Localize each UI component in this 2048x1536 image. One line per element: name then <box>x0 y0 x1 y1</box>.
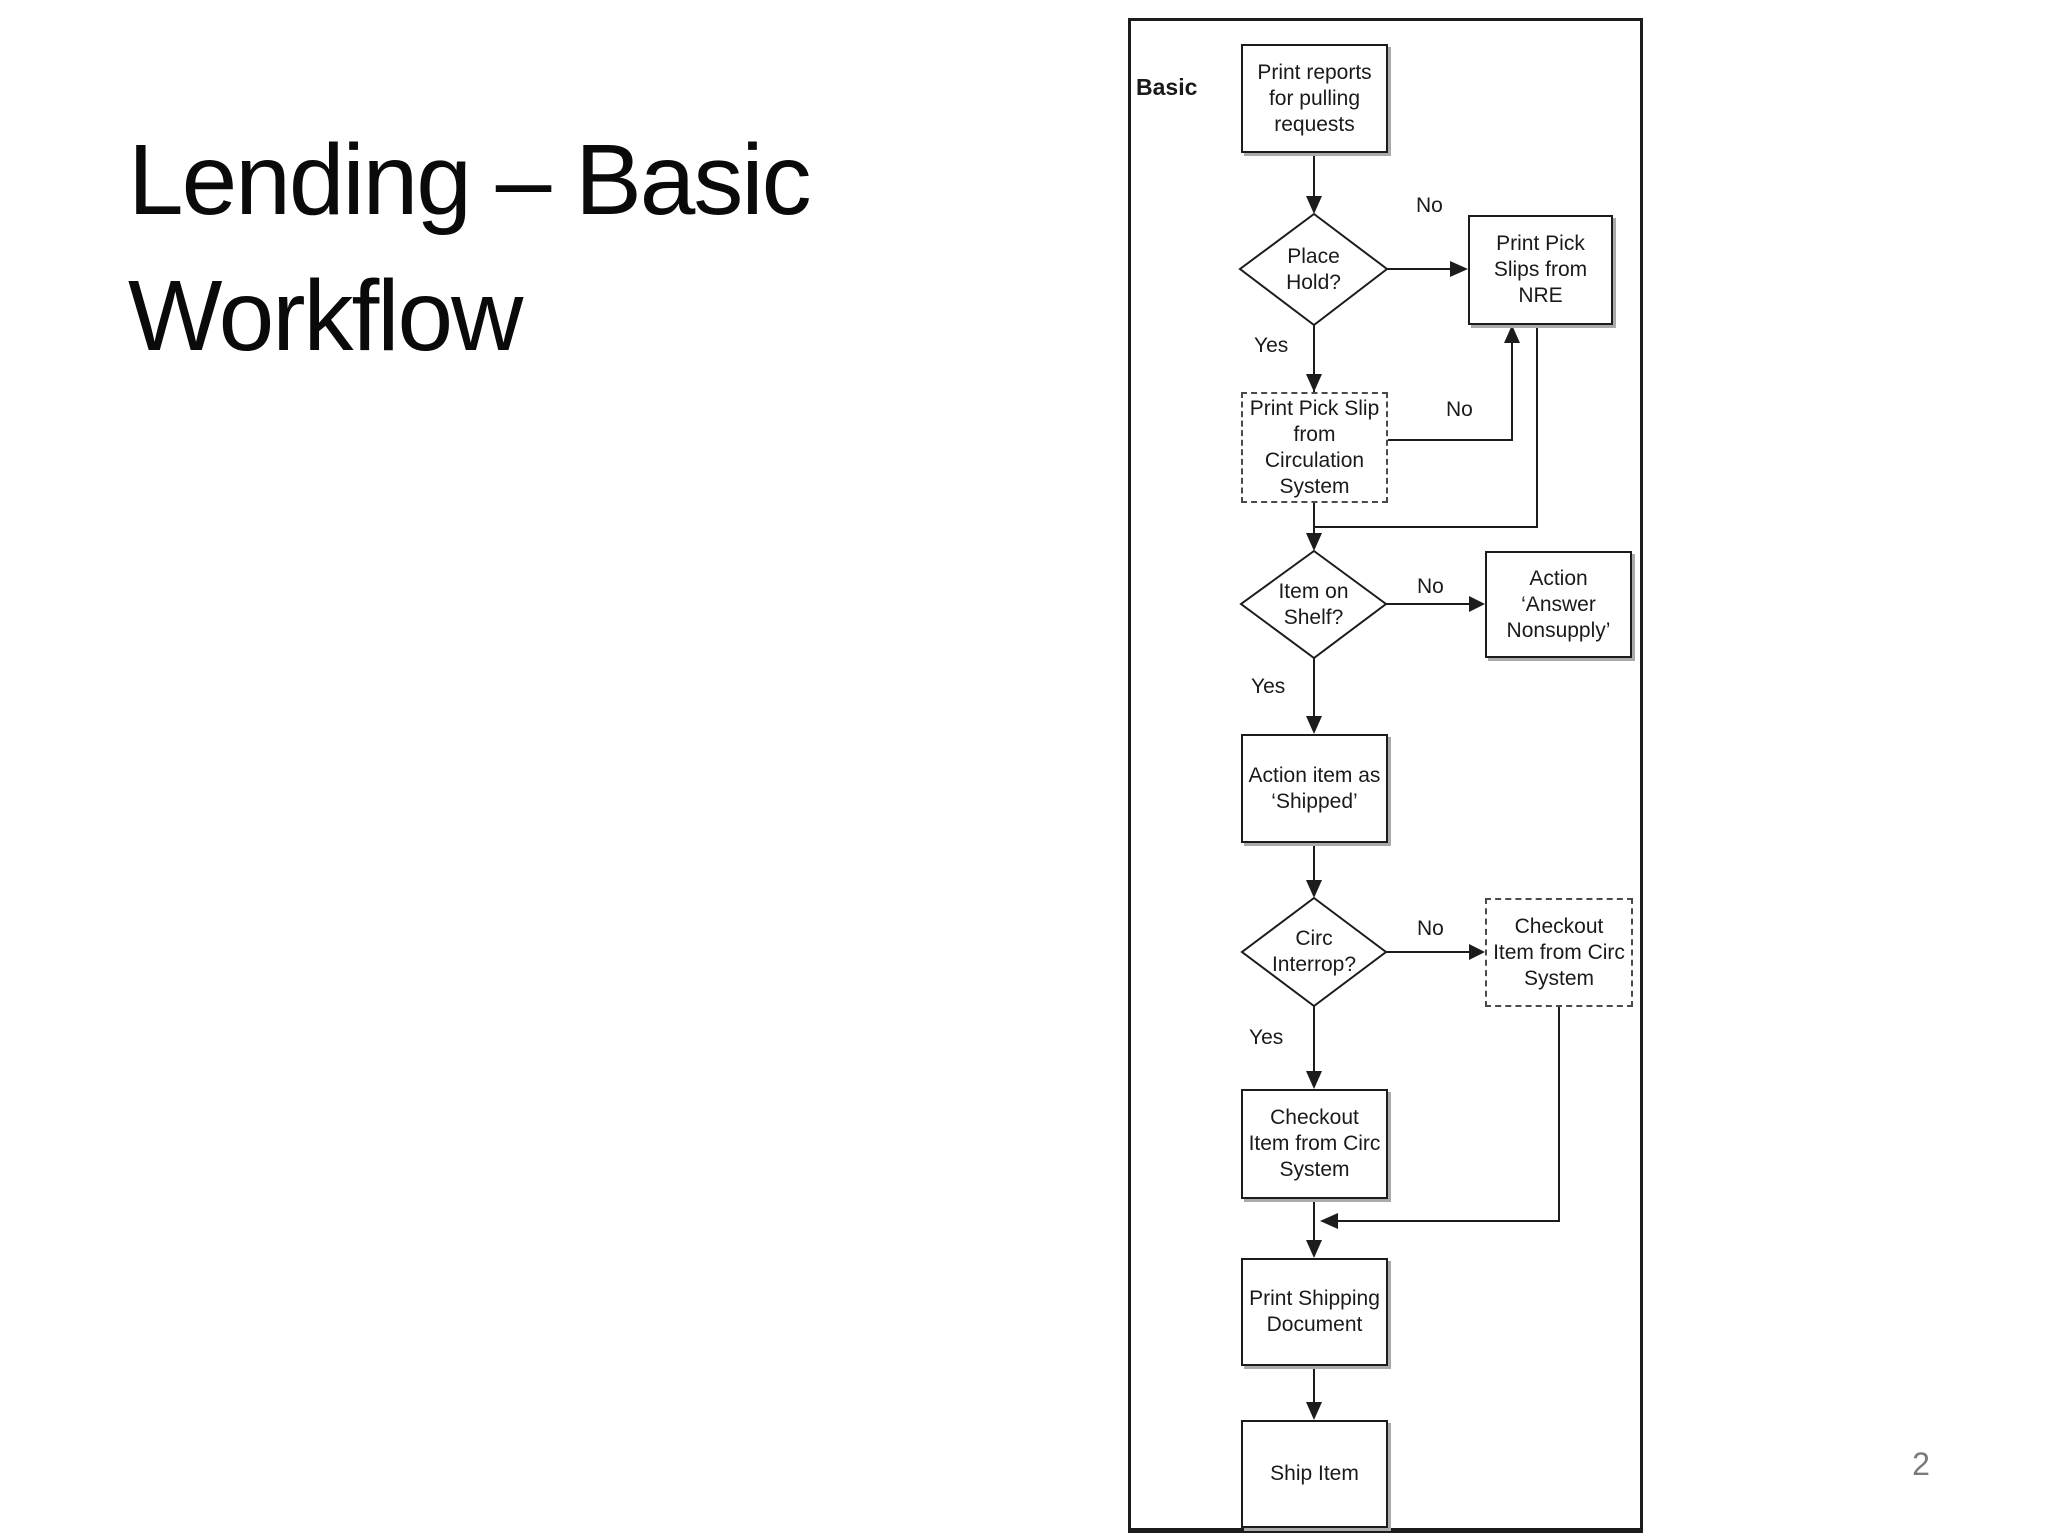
arrowhead-left-icon <box>1320 1213 1338 1229</box>
edge-label-place-hold-yes: Yes <box>1254 334 1289 357</box>
edge-label-pick-slip-no: No <box>1446 398 1473 421</box>
node-action-item-shipped: Action item as ‘Shipped’ <box>1241 734 1388 843</box>
flowchart-basic-workflow: Basic <box>1128 18 1643 1533</box>
node-print-pick-slips-nre: Print Pick Slips from NRE <box>1468 215 1613 325</box>
node-print-pick-slip-circulation: Print Pick Slip from Circulation System <box>1241 392 1388 503</box>
connector-pickslip-no-to-nre <box>1388 343 1513 441</box>
flowchart-frame-label: Basic <box>1136 74 1198 100</box>
edge-label-place-hold-no: No <box>1416 194 1443 217</box>
page-number: 2 <box>1912 1446 1930 1482</box>
node-action-answer-nonsupply: Action ‘Answer Nonsupply’ <box>1485 551 1632 658</box>
edge-label-circ-no: No <box>1417 917 1444 940</box>
flowchart-frame <box>1128 18 1643 1533</box>
decision-place-hold-shape <box>1238 212 1389 327</box>
connector-nre-to-mainline <box>1314 325 1538 528</box>
arrowhead-right-icon <box>1469 596 1485 612</box>
flowchart-connectors <box>1238 153 1560 1420</box>
page-title: Lending – Basic Workflow <box>128 124 812 372</box>
arrowhead-down-icon <box>1306 1402 1322 1420</box>
arrowhead-right-icon <box>1469 944 1485 960</box>
arrowhead-down-icon <box>1306 716 1322 734</box>
node-checkout-item-circ-dashed: Checkout Item from Circ System <box>1485 898 1633 1007</box>
edge-label-item-shelf-yes: Yes <box>1251 675 1286 698</box>
decision-item-on-shelf-shape <box>1239 549 1388 660</box>
arrowhead-down-icon <box>1306 533 1322 551</box>
arrowhead-up-icon <box>1504 325 1520 343</box>
arrowhead-down-icon <box>1306 1240 1322 1258</box>
arrowhead-down-icon <box>1306 196 1322 214</box>
node-ship-item: Ship Item <box>1241 1420 1388 1528</box>
edge-label-circ-yes: Yes <box>1249 1026 1284 1049</box>
node-print-reports: Print reports for pulling requests <box>1241 44 1388 153</box>
node-checkout-item-circ: Checkout Item from Circ System <box>1241 1089 1388 1199</box>
connector-checkoutdashed-to-mainline <box>1338 1007 1560 1222</box>
arrowhead-right-icon <box>1450 261 1468 277</box>
arrowhead-down-icon <box>1306 880 1322 898</box>
arrowhead-down-icon <box>1306 1071 1322 1089</box>
arrowhead-down-icon <box>1306 374 1322 392</box>
decision-circ-interrop-shape <box>1240 896 1388 1008</box>
node-print-shipping-document: Print Shipping Document <box>1241 1258 1388 1366</box>
edge-label-item-shelf-no: No <box>1417 575 1444 598</box>
